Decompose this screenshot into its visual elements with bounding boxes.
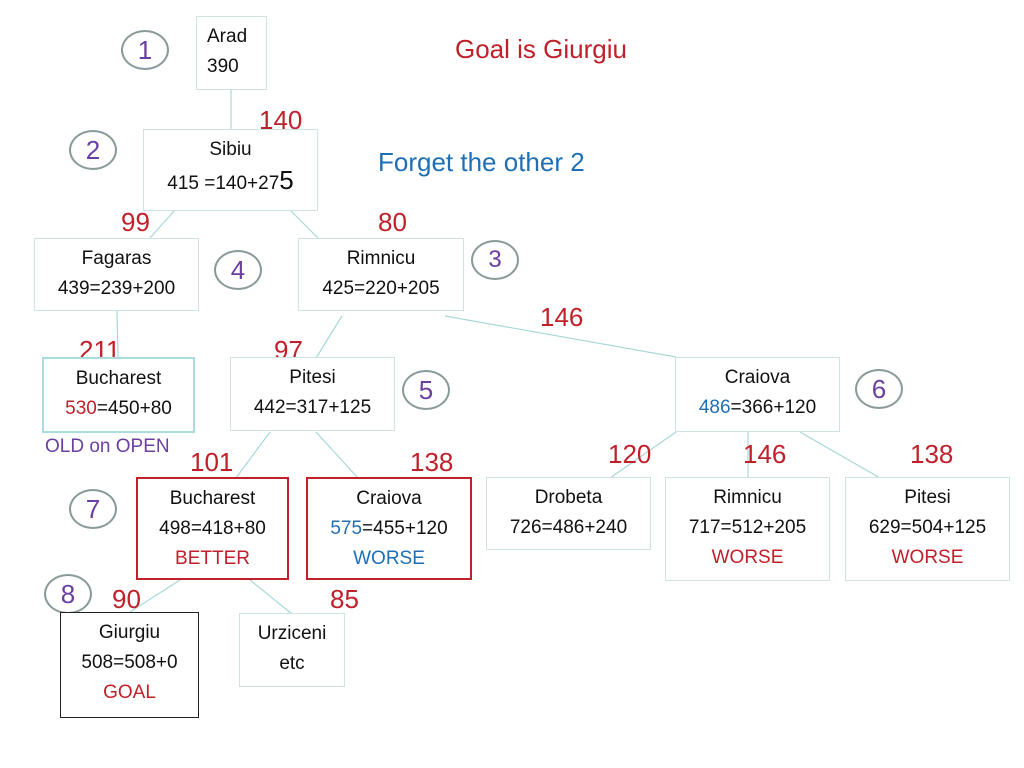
node-rimnicu-worse-name: Rimnicu	[713, 487, 782, 508]
step-badge-7: 7	[69, 489, 117, 529]
node-craiova-worse: Craiova 575=455+120 WORSE	[306, 477, 472, 580]
node-fagaras-value: 439=239+200	[57, 278, 176, 299]
node-urziceni-name: Urziceni	[257, 623, 327, 644]
step-badge-4: 4	[214, 250, 262, 290]
node-craiova-worse-f: 575	[330, 518, 363, 539]
goal-title: Goal is Giurgiu	[455, 34, 627, 64]
node-pitesi-value: 442=317+125	[253, 397, 372, 418]
node-rimnicu-worse-tag: WORSE	[711, 547, 784, 568]
edge-pitesi-craiova	[315, 431, 359, 479]
node-craiova-worse-rest: =455+120	[362, 518, 448, 539]
node-bucharest-better-tag: BETTER	[175, 548, 250, 569]
node-rimnicu-value: 425=220+205	[322, 278, 440, 299]
step-badge-5: 5	[402, 370, 450, 410]
node-craiova-rest: =366+120	[730, 397, 817, 418]
node-craiova-name: Craiova	[724, 367, 791, 388]
node-sibiu-value: 415 =140+27	[167, 173, 280, 194]
weight-bucharest-giurgiu: 90	[112, 584, 141, 614]
node-bucharest-old-f: 530	[65, 398, 97, 419]
node-urziceni: Urziceni etc	[239, 613, 345, 687]
old-on-open-note: OLD on OPEN	[45, 436, 170, 457]
node-arad-name: Arad	[207, 26, 248, 47]
edge-rimnicu-pitesi	[315, 315, 343, 359]
node-giurgiu-value: 508=508+0	[81, 652, 178, 673]
node-bucharest-better: Bucharest 498=418+80 BETTER	[136, 477, 289, 580]
edge-pitesi-bucharest	[235, 431, 271, 479]
node-arad: Arad 390	[196, 16, 267, 90]
node-fagaras-name: Fagaras	[81, 248, 152, 269]
node-rimnicu-worse-value: 717=512+205	[688, 517, 807, 538]
node-bucharest-better-value: 498=418+80	[159, 518, 266, 539]
weight-bucharest-urziceni: 85	[330, 584, 359, 614]
edge-sibiu-fagaras	[149, 209, 176, 239]
node-pitesi-worse-tag: WORSE	[891, 547, 964, 568]
node-rimnicu-worse: Rimnicu 717=512+205 WORSE	[665, 477, 830, 581]
weight-rimnicu-craiova: 146	[540, 302, 584, 332]
node-urziceni-value: etc	[279, 653, 305, 674]
node-pitesi-worse: Pitesi 629=504+125 WORSE	[845, 477, 1010, 581]
edge-craiova-drobeta	[609, 431, 677, 479]
weight-craiova-rimnicu: 146	[743, 439, 787, 469]
node-rimnicu: Rimnicu 425=220+205	[298, 238, 464, 311]
edge-craiova-pitesi	[799, 431, 881, 479]
node-craiova: Craiova 486=366+120	[675, 357, 840, 432]
node-pitesi-worse-value: 629=504+125	[868, 517, 987, 538]
node-sibiu-name: Sibiu	[209, 139, 252, 160]
edge-fagaras-bucharest	[116, 310, 119, 359]
edge-bucharest-giurgiu	[129, 579, 181, 613]
step-badge-2: 2	[69, 130, 117, 170]
step-badge-6: 6	[855, 369, 903, 409]
step-badge-3: 3	[471, 240, 519, 280]
weight-sibiu-fagaras: 99	[121, 207, 150, 237]
node-fagaras: Fagaras 439=239+200	[34, 238, 199, 311]
node-bucharest-old-rest: =450+80	[96, 398, 172, 419]
node-craiova-worse-name: Craiova	[356, 488, 422, 509]
forget-note: Forget the other 2	[378, 147, 585, 177]
weight-pitesi-bucharest: 101	[190, 447, 234, 477]
weight-craiova-drobeta: 120	[608, 439, 652, 469]
step-badge-8: 8	[44, 574, 92, 614]
weight-pitesi-craiova: 138	[410, 447, 454, 477]
node-pitesi-name: Pitesi	[289, 367, 336, 388]
step-badge-1: 1	[121, 30, 169, 70]
edge-bucharest-urziceni	[249, 579, 293, 615]
edge-sibiu-rimnicu	[289, 209, 319, 239]
node-bucharest-old-name: Bucharest	[75, 368, 162, 389]
node-rimnicu-name: Rimnicu	[346, 248, 416, 269]
node-drobeta: Drobeta 726=486+240	[486, 477, 651, 550]
node-arad-value: 390	[207, 56, 239, 77]
node-giurgiu-name: Giurgiu	[98, 622, 161, 643]
node-craiova-worse-tag: WORSE	[353, 548, 425, 569]
node-bucharest-old: Bucharest 530=450+80	[42, 357, 195, 433]
node-pitesi-worse-name: Pitesi	[904, 487, 951, 508]
node-craiova-f: 486	[698, 397, 731, 418]
weight-sibiu-rimnicu: 80	[378, 207, 407, 237]
node-sibiu-value-last-digit: 5	[279, 165, 294, 195]
node-pitesi: Pitesi 442=317+125	[230, 357, 395, 431]
node-giurgiu-tag: GOAL	[103, 682, 156, 703]
node-sibiu: Sibiu 415 =140+275	[143, 129, 318, 211]
edge-rimnicu-craiova	[444, 315, 677, 358]
node-drobeta-value: 726=486+240	[509, 517, 628, 538]
node-giurgiu-goal: Giurgiu 508=508+0 GOAL	[60, 612, 199, 718]
node-drobeta-name: Drobeta	[534, 487, 603, 508]
weight-craiova-pitesi: 138	[910, 439, 954, 469]
node-bucharest-better-name: Bucharest	[169, 488, 256, 509]
